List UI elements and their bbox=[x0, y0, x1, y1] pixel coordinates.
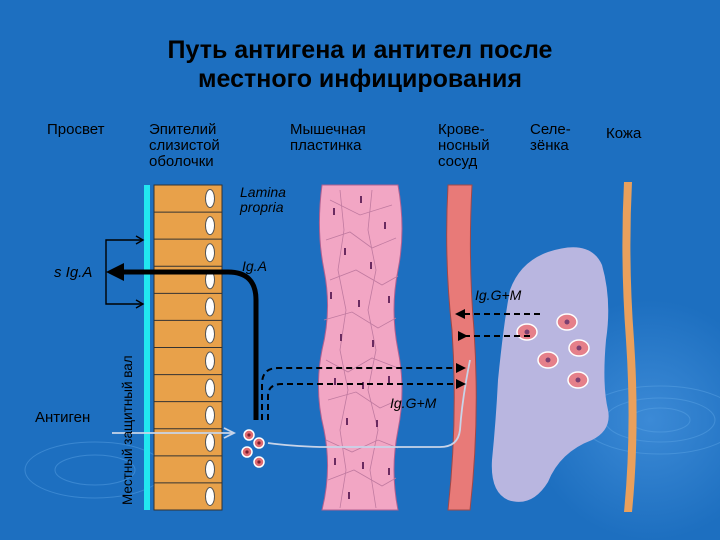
iggm-label-top: Ig.G+M bbox=[475, 287, 522, 303]
siga-label: s Ig.A bbox=[54, 264, 93, 281]
iga-label: Ig.A bbox=[242, 258, 267, 274]
epithelium-cell-nucleus bbox=[205, 243, 215, 263]
title-line-2: местного инфицирования bbox=[198, 65, 522, 93]
antigen-label: Антиген bbox=[35, 409, 91, 426]
epithelium-cells bbox=[153, 184, 223, 511]
siga-bracket bbox=[105, 235, 145, 309]
skin bbox=[622, 182, 637, 512]
local-barrier-label: Местный защитный вал bbox=[120, 355, 135, 505]
page-title: Путь антигена и антител после местного и… bbox=[0, 36, 720, 94]
iggm-dashed-arrows bbox=[261, 313, 540, 420]
epithelium-cell-nucleus bbox=[205, 189, 215, 209]
iga-arrow bbox=[106, 263, 259, 420]
header-muscle-plate: Мышечная пластинка bbox=[290, 121, 366, 154]
header-epithelium: Эпителий слизистой оболочки bbox=[149, 121, 220, 170]
header-spleen: Селе- зёнка bbox=[530, 121, 571, 154]
epithelium-cell-nucleus bbox=[205, 378, 215, 398]
epithelium-cell-nucleus bbox=[205, 351, 215, 371]
muscle-plate bbox=[317, 184, 403, 511]
iggm-label-bottom: Ig.G+M bbox=[390, 395, 437, 411]
antigen-cells bbox=[241, 429, 265, 468]
epithelium-cell-nucleus bbox=[205, 324, 215, 344]
lamina-propria-label: Lamina propria bbox=[240, 184, 286, 215]
epithelium-cell-nucleus bbox=[205, 405, 215, 425]
epithelium-cell-nucleus bbox=[205, 459, 215, 479]
epithelium-cell-nucleus bbox=[205, 486, 215, 506]
header-blood-vessel: Крове- носный сосуд bbox=[438, 121, 490, 170]
mucosal-surface-line bbox=[144, 185, 150, 510]
epithelium-cell-nucleus bbox=[205, 216, 215, 236]
antigen-arrow bbox=[112, 359, 471, 448]
blood-vessel bbox=[446, 184, 477, 511]
header-skin: Кожа bbox=[606, 125, 642, 142]
iggm-arrowheads bbox=[455, 309, 468, 389]
epithelium-cell-nucleus bbox=[205, 432, 215, 452]
epithelium-cell-nucleus bbox=[205, 297, 215, 317]
spleen-cells bbox=[516, 313, 590, 389]
spleen bbox=[491, 247, 609, 502]
title-line-1: Путь антигена и антител после bbox=[167, 36, 553, 64]
header-lumen: Просвет bbox=[47, 121, 105, 138]
